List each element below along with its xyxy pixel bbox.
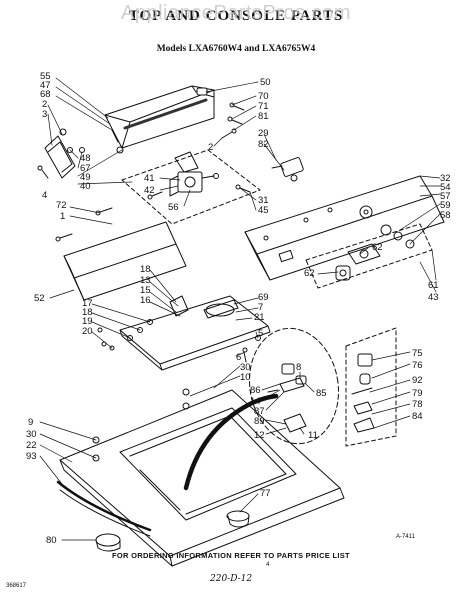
console-backguard	[104, 85, 215, 149]
callout-62b: 62	[304, 268, 315, 279]
callout-78: 78	[412, 399, 423, 410]
callout-29: 29	[258, 128, 269, 139]
callout-56: 56	[168, 202, 179, 213]
callout-61: 61	[428, 280, 439, 291]
callout-6: 6	[236, 352, 241, 363]
callout-82: 82	[258, 139, 269, 150]
rear-shield	[55, 207, 187, 301]
callout-68: 68	[40, 89, 51, 100]
callout-30a: 30	[240, 362, 251, 373]
watermark: AppliancePartsPros.com	[121, 2, 351, 24]
lid-gasket	[56, 480, 152, 537]
callout-3: 3	[42, 109, 47, 120]
callout-70: 70	[258, 91, 269, 102]
models-line: Models LXA6760W4 and LXA6765W4	[156, 44, 316, 54]
callout-42: 42	[144, 185, 155, 196]
callout-1: 1	[60, 211, 65, 222]
callout-58: 58	[440, 210, 451, 221]
part-80-bracket	[95, 533, 121, 552]
callout-50: 50	[260, 77, 271, 88]
small-mark: 4	[266, 562, 270, 568]
callout-81: 81	[258, 111, 269, 122]
callout-30b: 30	[26, 429, 37, 440]
callout-43: 43	[428, 292, 439, 303]
callout-7: 7	[258, 302, 263, 313]
callout-22: 22	[26, 440, 37, 451]
callout-67: 67	[80, 163, 91, 174]
callout-19: 19	[82, 316, 93, 327]
callout-75: 75	[412, 348, 423, 359]
console-screws	[221, 102, 245, 139]
callout-12: 12	[254, 430, 265, 441]
callout-76: 76	[412, 360, 423, 371]
top-cover-plate	[97, 295, 271, 371]
selector-switch	[271, 157, 304, 182]
callout-10: 10	[240, 372, 251, 383]
callout-2b: 2	[208, 142, 213, 153]
leader-lines	[39, 77, 441, 541]
callout-32: 32	[440, 173, 451, 184]
callout-21: 21	[254, 312, 265, 323]
callout-55: 55	[40, 71, 51, 82]
callout-14: 14	[250, 396, 261, 407]
lid-switch-detail	[345, 327, 397, 447]
left-code: 368617	[6, 583, 27, 589]
callout-18a: 18	[140, 264, 151, 275]
callout-59: 59	[440, 200, 451, 211]
callout-77: 77	[260, 488, 271, 499]
cabinet-top	[59, 388, 345, 567]
callout-52: 52	[34, 293, 45, 304]
callout-92: 92	[412, 375, 423, 386]
callout-80: 80	[46, 535, 57, 546]
callout-47: 47	[40, 80, 51, 91]
lid-switch-assembly	[249, 327, 339, 445]
callout-20: 20	[82, 326, 93, 337]
console-end-cap	[37, 128, 124, 179]
callout-84: 84	[412, 411, 423, 422]
callout-40: 40	[80, 181, 91, 192]
handwritten-note: 220-D-12	[210, 574, 253, 584]
callout-45: 45	[258, 205, 269, 216]
callout-93: 93	[26, 451, 37, 462]
ordering-note: FOR ORDERING INFORMATION REFER TO PARTS …	[112, 551, 350, 560]
callout-13: 13	[140, 275, 151, 286]
part-77-pad	[226, 510, 250, 522]
callout-17: 17	[82, 298, 93, 309]
callout-31: 31	[258, 195, 269, 206]
callout-5: 5	[258, 328, 263, 339]
timer-assembly	[121, 149, 261, 225]
callout-15: 15	[140, 285, 151, 296]
callout-54: 54	[440, 182, 451, 193]
callout-79: 79	[412, 388, 423, 399]
callout-87: 87	[254, 406, 265, 417]
callout-18b: 18	[82, 307, 93, 318]
callout-48: 48	[80, 153, 91, 164]
diagram-title: TOP AND CONSOLE PARTS	[128, 8, 344, 24]
callout-86: 86	[250, 385, 261, 396]
callout-2: 2	[42, 99, 47, 110]
callout-69: 69	[258, 292, 269, 303]
callout-9: 9	[28, 417, 33, 428]
callout-62a: 62	[372, 242, 383, 253]
callout-numbers: 55 47 68 2 3 4 48 67 49 40 50 70 71 81 2…	[26, 71, 451, 546]
callout-72: 72	[56, 200, 67, 211]
callout-4: 4	[42, 190, 47, 201]
callout-16: 16	[140, 295, 151, 306]
callout-71: 71	[258, 101, 269, 112]
callout-89: 89	[254, 416, 265, 427]
callout-11: 11	[308, 430, 318, 441]
callout-85: 85	[316, 388, 327, 399]
control-panel	[244, 175, 445, 289]
callout-49: 49	[80, 172, 91, 183]
callout-8: 8	[296, 362, 301, 373]
drawing-code: A-7411	[396, 534, 415, 540]
callout-57: 57	[440, 191, 451, 202]
callout-41: 41	[144, 173, 155, 184]
